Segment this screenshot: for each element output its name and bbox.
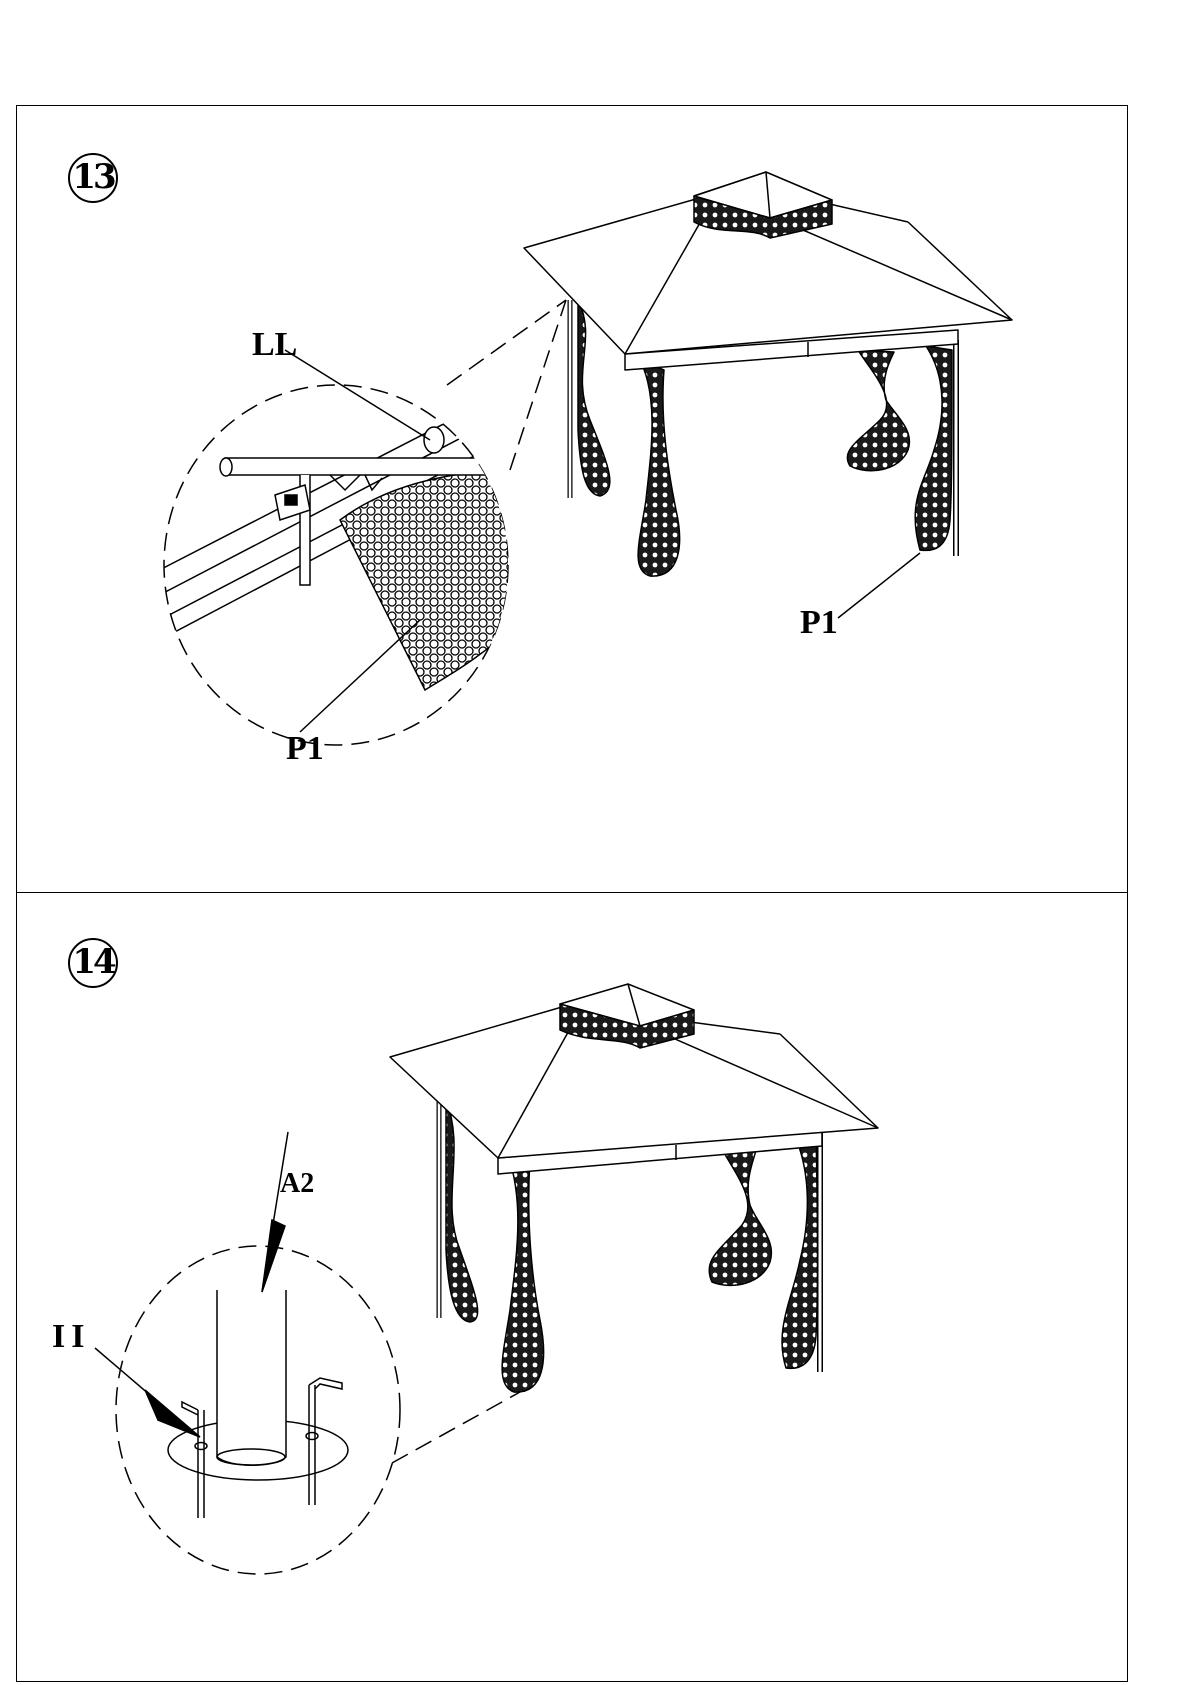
step13-number: 13 (72, 157, 113, 197)
step13-panel (16, 105, 1128, 892)
callout-p1-gazebo: P1 (800, 606, 838, 640)
step13-number-badge: 13 (68, 153, 118, 203)
step14-number-badge: 14 (68, 938, 118, 988)
step14-panel (16, 892, 1128, 1682)
step14-number: 14 (72, 942, 113, 982)
callout-a2: A2 (280, 1170, 314, 1198)
callout-p1-detail: P1 (286, 732, 324, 766)
callout-ll: LL (252, 328, 297, 362)
callout-ii: II (52, 1320, 90, 1354)
